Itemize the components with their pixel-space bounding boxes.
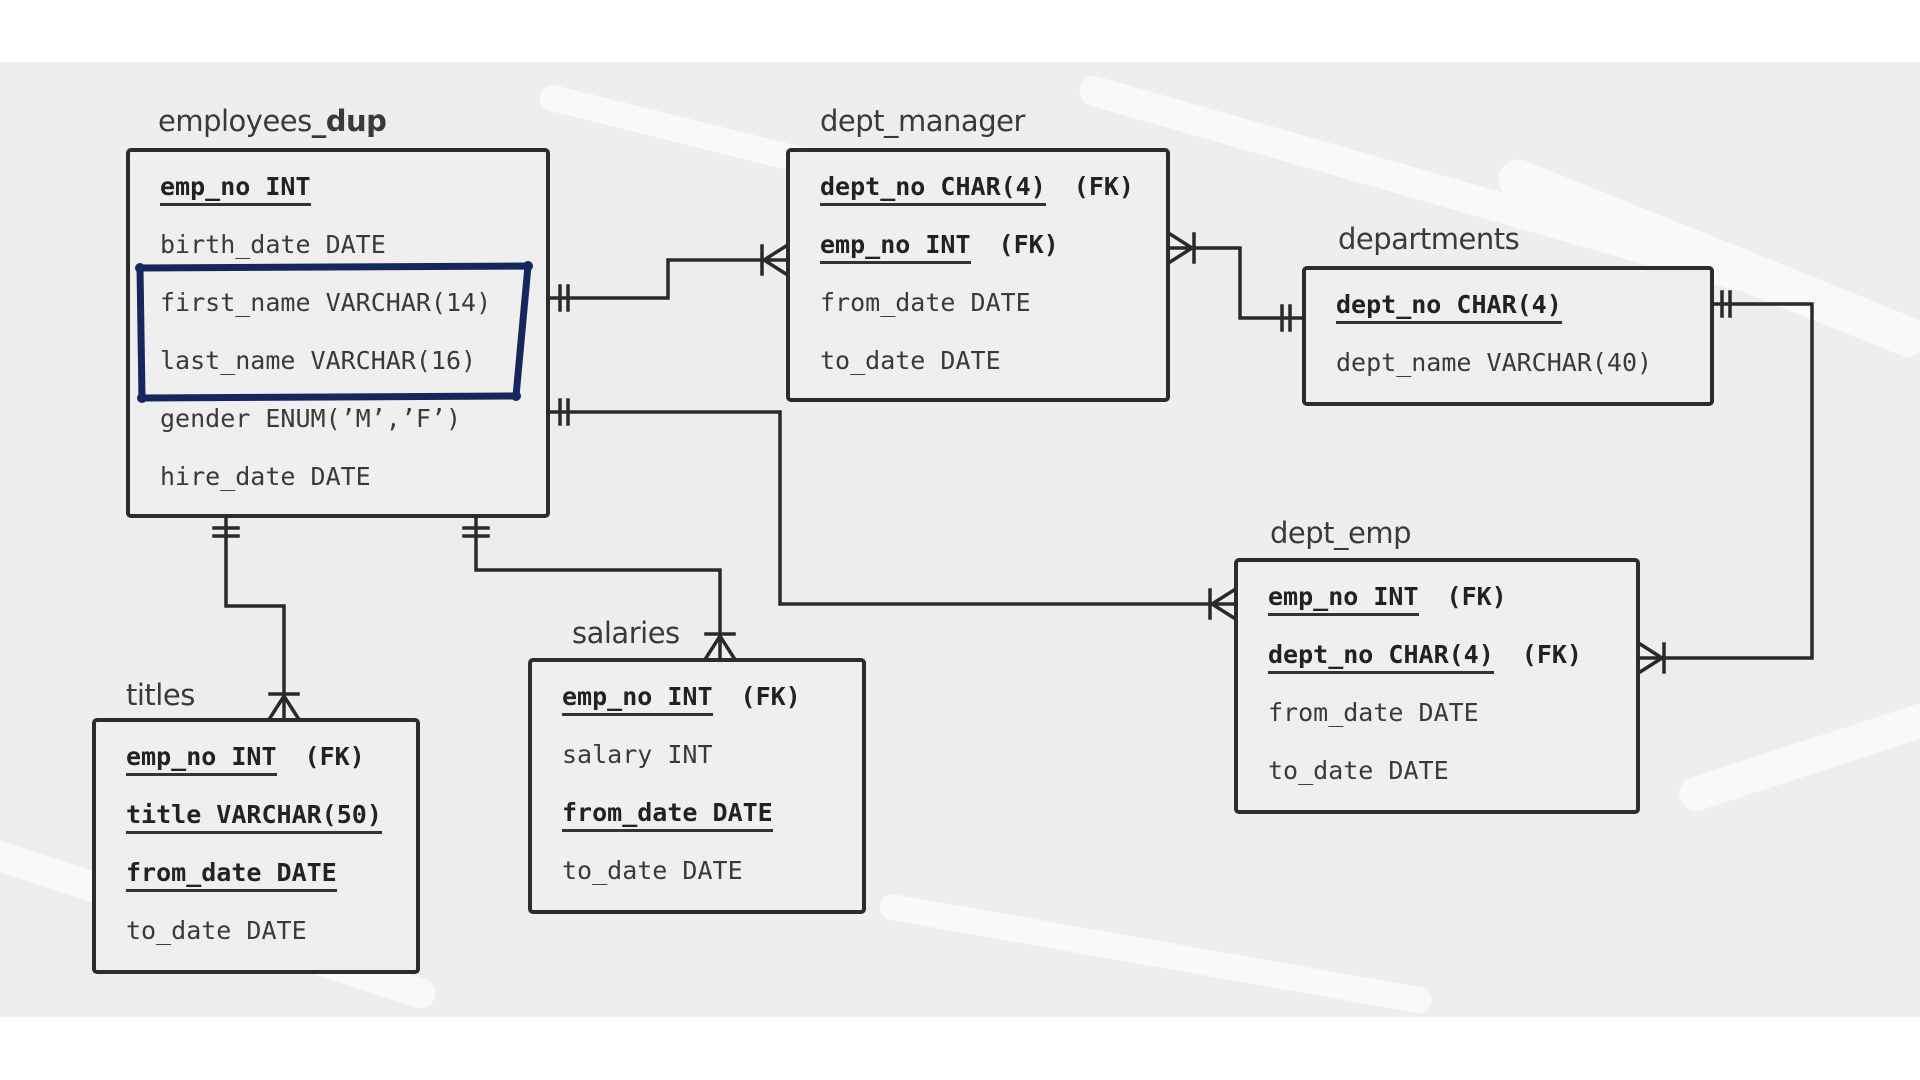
column-name: emp_no INT [1268,582,1419,616]
fk-marker: (FK) [998,230,1059,259]
column-name: dept_no CHAR(4) [1268,640,1494,674]
table-row: last_name VARCHAR(16) [160,346,476,375]
column-name: emp_no INT [160,172,311,206]
table-row: from_date DATE [562,798,773,832]
table-row: to_date DATE [820,346,1001,375]
table-title-titles: titles [126,678,195,712]
column-name: emp_no INT [126,742,277,776]
table-row: dept_name VARCHAR(40) [1336,348,1652,377]
column-name: birth_date DATE [160,230,386,259]
table-row: from_date DATE [1268,698,1479,727]
relationship-emp-titles [224,516,286,720]
column-name: to_date DATE [562,856,743,885]
one-marker [1280,304,1292,332]
table-title-salaries: salaries [572,616,680,650]
relationship-dept-manager-departments [1168,246,1304,320]
table-row: emp_no INT (FK) [1268,582,1507,616]
table-salaries: emp_no INT (FK) salary INT from_date DATE… [528,658,866,914]
one-marker [558,398,570,426]
one-marker [558,284,570,312]
many-marker [1208,587,1237,621]
table-row: hire_date DATE [160,462,371,491]
table-title-departments: departments [1338,222,1520,256]
column-name: last_name VARCHAR(16) [160,346,477,375]
table-title-employees-dup: employees_dup [158,104,387,138]
highlight-box-name-fields [136,262,532,402]
table-title-dept-emp: dept_emp [1270,516,1412,550]
table-row: emp_no INT (FK) [562,682,801,716]
column-name: emp_no INT [562,682,713,716]
column-name: to_date DATE [820,346,1001,375]
column-name: gender ENUM(’M’,’F’) [160,404,462,433]
column-name: from_date DATE [820,288,1031,317]
highlight-corner [523,261,533,271]
column-name: emp_no INT [820,230,971,264]
table-row: dept_no CHAR(4) [1336,290,1562,324]
column-name: to_date DATE [1268,756,1449,785]
table-row: to_date DATE [126,916,307,945]
table-row: salary INT [562,740,713,769]
table-title-part: _dup [311,104,387,138]
many-marker [267,692,301,721]
table-dept-emp: emp_no INT (FK) dept_no CHAR(4) (FK) from_… [1234,558,1640,814]
relationship-emp-dept-manager [548,258,788,300]
table-row: dept_no CHAR(4) (FK) [820,172,1134,206]
table-row: emp_no INT (FK) [820,230,1059,264]
fk-marker: (FK) [1446,582,1507,611]
highlight-corner [135,263,145,273]
table-row: from_date DATE [820,288,1031,317]
table-employees-dup: emp_no INT birth_date DATE first_name VA… [126,148,550,518]
column-name: salary INT [562,740,713,769]
many-marker [703,632,737,661]
one-marker [1720,290,1732,318]
many-marker [1637,641,1666,675]
table-row: to_date DATE [1268,756,1449,785]
column-name: dept_name VARCHAR(40) [1336,348,1653,377]
table-departments: dept_no CHAR(4) dept_name VARCHAR(40) [1302,266,1714,406]
relationship-emp-dept-emp [548,410,1236,606]
column-name: dept_no CHAR(4) [820,172,1046,206]
one-marker [212,526,240,538]
table-title-part: employees [158,104,312,138]
column-name: from_date DATE [1268,698,1479,727]
fk-marker: (FK) [1521,640,1582,669]
column-name: dept_no CHAR(4) [1336,290,1562,324]
highlight-box-corners [135,261,533,403]
table-row: dept_no CHAR(4) (FK) [1268,640,1582,674]
fk-marker: (FK) [740,682,801,711]
table-row: birth_date DATE [160,230,386,259]
table-row: emp_no INT (FK) [126,742,365,776]
column-name: to_date DATE [126,916,307,945]
table-titles: emp_no INT (FK) title VARCHAR(50) from_da… [92,718,420,974]
column-name: title VARCHAR(50) [126,800,382,834]
highlight-corner [511,391,521,401]
fk-marker: (FK) [1073,172,1134,201]
column-name: from_date DATE [562,798,773,832]
one-marker [462,526,490,538]
table-dept-manager: dept_no CHAR(4) (FK) emp_no INT (FK) from_… [786,148,1170,402]
many-marker [760,243,789,277]
column-name: from_date DATE [126,858,337,892]
column-name: first_name VARCHAR(14) [160,288,492,317]
relationship-departments-dept-emp [1638,302,1814,660]
table-row: first_name VARCHAR(14) [160,288,491,317]
table-row: gender ENUM(’M’,’F’) [160,404,461,433]
table-row: to_date DATE [562,856,743,885]
many-marker [1167,231,1196,265]
relationship-emp-salaries [474,516,722,660]
table-row: title VARCHAR(50) [126,800,382,834]
highlight-corner [137,393,147,403]
table-row: emp_no INT [160,172,311,206]
fk-marker: (FK) [304,742,365,771]
column-name: hire_date DATE [160,462,371,491]
table-row: from_date DATE [126,858,337,892]
table-title-dept-manager: dept_manager [820,104,1025,138]
